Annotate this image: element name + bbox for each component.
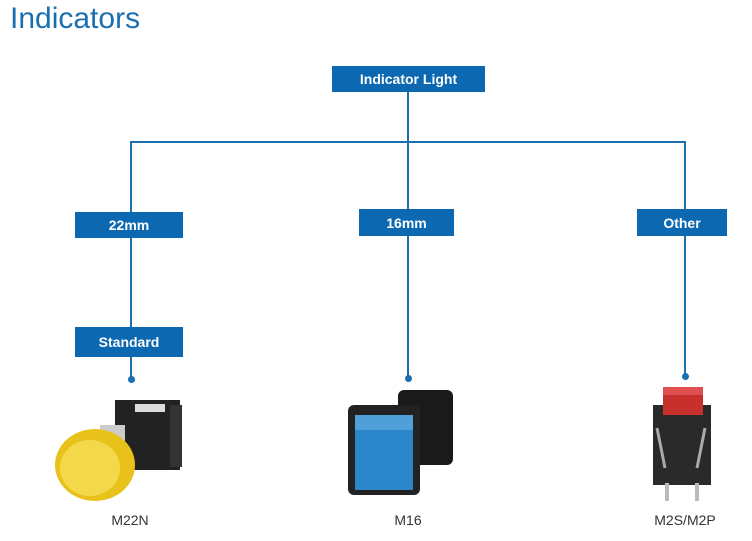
product-label-m16: M16: [394, 512, 422, 528]
node-other[interactable]: Other: [637, 209, 727, 236]
node-16mm[interactable]: 16mm: [359, 209, 454, 236]
connector-dot: [405, 375, 412, 382]
m22n-product-image[interactable]: [40, 390, 205, 505]
node-indicator-light[interactable]: Indicator Light: [332, 66, 485, 92]
product-label-m2s-m2p: M2S/M2P: [654, 512, 716, 528]
product-label-m22n: M22N: [111, 512, 149, 528]
node-standard[interactable]: Standard: [75, 327, 183, 357]
connector-dot: [128, 376, 135, 383]
node-22mm[interactable]: 22mm: [75, 212, 183, 238]
connector: [130, 141, 686, 143]
m16-product-image[interactable]: [343, 385, 463, 500]
connector: [684, 141, 686, 376]
page-title: Indicators: [10, 2, 141, 35]
connector-dot: [682, 373, 689, 380]
connector: [130, 141, 132, 379]
m2s-m2p-product-image[interactable]: [645, 383, 720, 508]
